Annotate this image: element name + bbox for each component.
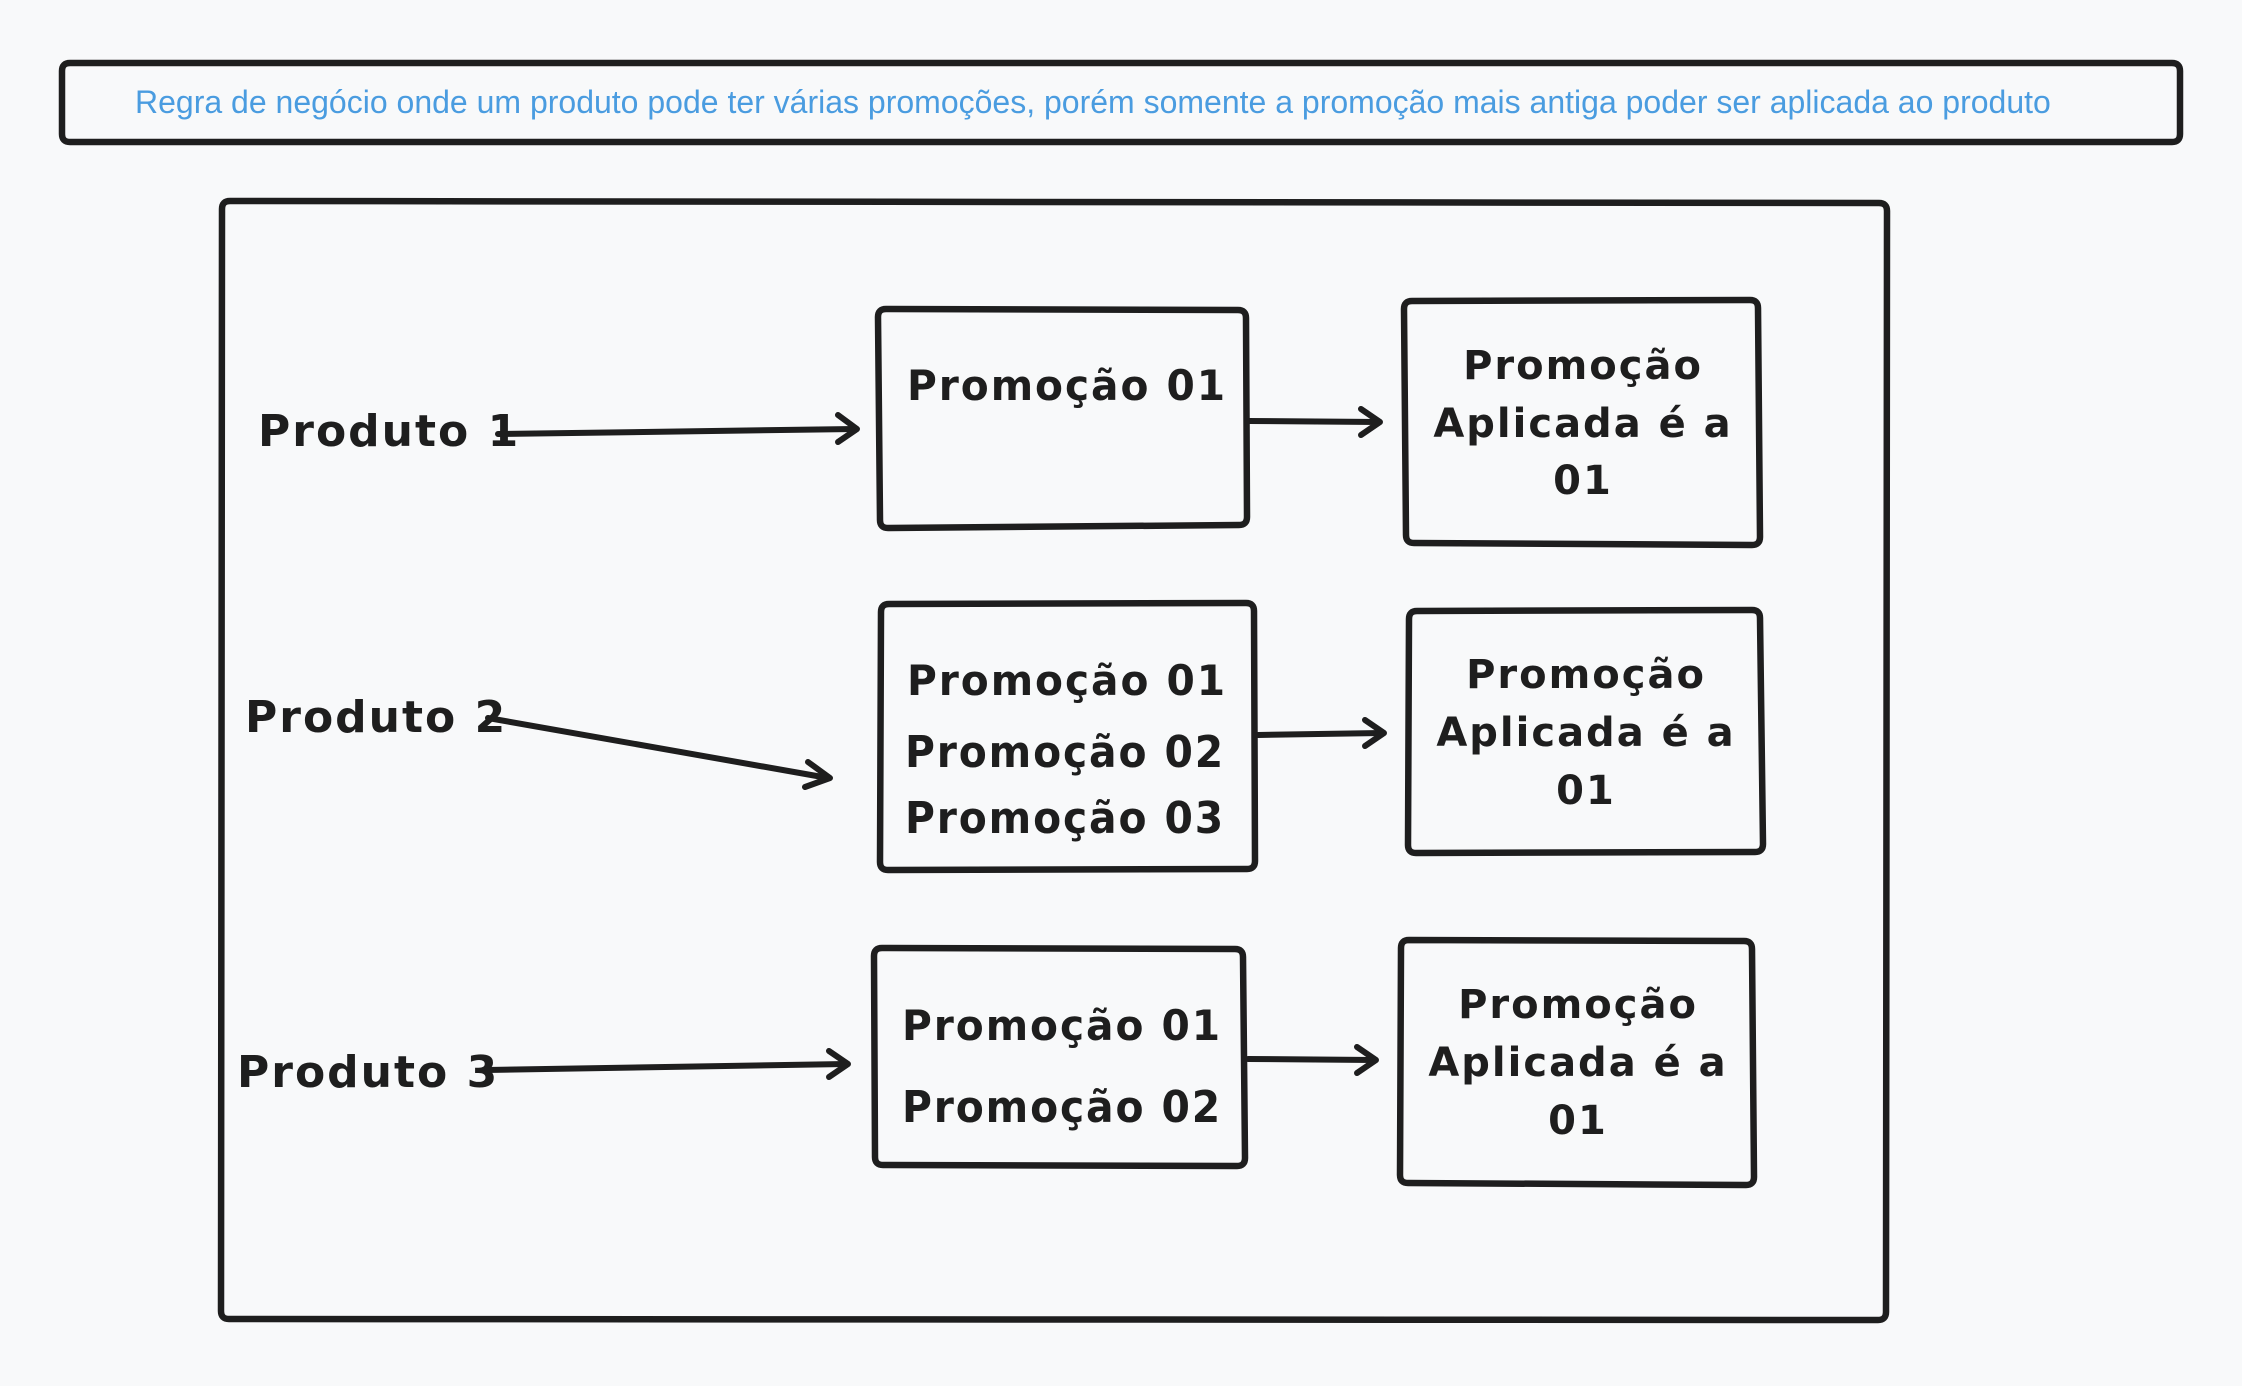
promotions-to-result-arrow <box>1246 406 1383 438</box>
header-banner: Regra de negócio onde um produto pode te… <box>58 59 2184 146</box>
promotion-item: Promoção 02 <box>902 1082 1222 1133</box>
header-text: Regra de negócio onde um produto pode te… <box>135 84 2051 120</box>
product-to-promotions-arrow <box>495 412 860 445</box>
diagram-frame <box>217 197 1891 1324</box>
promotion-item: Promoção 03 <box>905 793 1225 844</box>
result-line-3: 01 <box>1556 768 1616 814</box>
result-line-1: Promoção <box>1463 343 1703 389</box>
result-line-2: Aplicada é a <box>1428 1040 1727 1086</box>
promotion-item: Promoção 01 <box>907 361 1227 410</box>
promotions-box <box>876 599 1259 874</box>
product-to-promotions-arrow <box>485 715 833 790</box>
product-label: Produto 1 <box>258 406 520 457</box>
promotions-to-result-arrow <box>1255 717 1387 749</box>
promotions-to-result-arrow <box>1245 1044 1379 1076</box>
header-frame <box>58 59 2184 146</box>
product-label: Produto 3 <box>237 1047 499 1098</box>
promotions-box <box>870 944 1249 1170</box>
row-produto-2: Produto 2 Promoção 01 Promoção 02 Promoç… <box>245 599 1767 874</box>
result-line-2: Aplicada é a <box>1433 401 1732 447</box>
promotions-box <box>874 305 1251 532</box>
product-to-promotions-arrow <box>484 1048 851 1080</box>
promotion-item: Promoção 01 <box>907 656 1227 705</box>
result-line-3: 01 <box>1548 1098 1608 1144</box>
row-produto-3: Produto 3 Promoção 01 Promoção 02 Promoç… <box>237 936 1758 1189</box>
result-box <box>1396 936 1758 1189</box>
product-label: Produto 2 <box>245 692 507 743</box>
result-line-1: Promoção <box>1466 652 1706 698</box>
promotion-item: Promoção 01 <box>902 1001 1222 1050</box>
result-line-1: Promoção <box>1458 982 1698 1028</box>
result-line-2: Aplicada é a <box>1436 710 1735 756</box>
result-box <box>1404 606 1767 857</box>
result-line-3: 01 <box>1553 458 1613 504</box>
promotion-item: Promoção 02 <box>905 727 1225 778</box>
result-box <box>1400 296 1764 549</box>
row-produto-1: Produto 1 Promoção 01 Promoção Aplicada … <box>258 296 1764 549</box>
